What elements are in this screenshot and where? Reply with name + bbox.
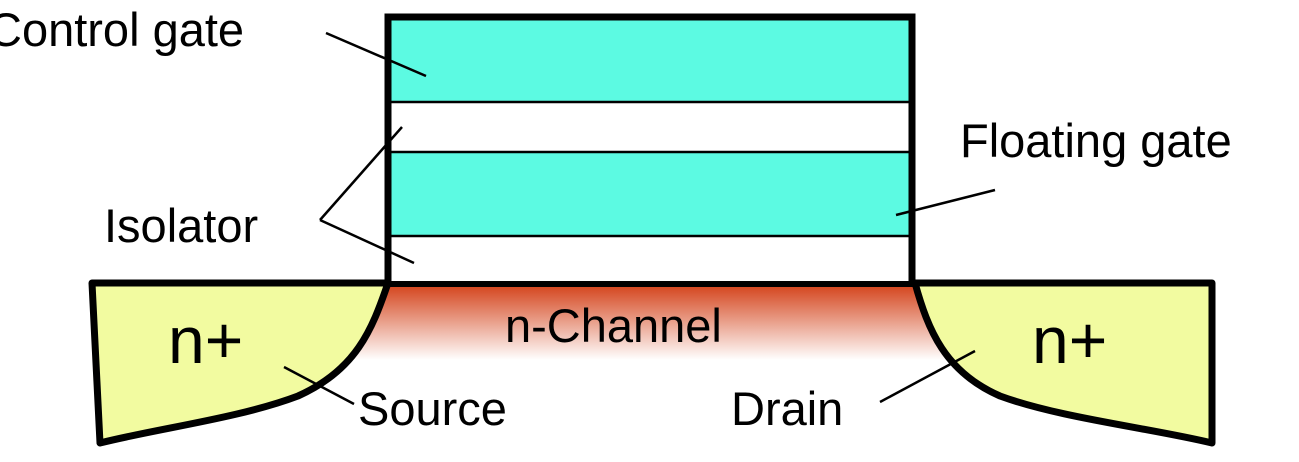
gate-stack-outline: [384, 13, 916, 285]
floating-gate-label: Floating gate: [960, 114, 1232, 167]
drain-leader: [879, 349, 976, 404]
source-leader: [283, 365, 355, 406]
source-label: Source: [358, 382, 507, 435]
floating-gate-leader: [895, 188, 996, 217]
control-gate-leader: [325, 31, 427, 78]
source-region[interactable]: [88, 279, 392, 447]
isolator-leader-top: [319, 126, 403, 221]
control-gate-label: Control gate: [0, 3, 244, 56]
control-gate-layer[interactable]: [388, 17, 912, 102]
n-channel-region: [352, 285, 950, 360]
source-n-plus-label: n+: [168, 303, 243, 377]
isolator-layer-top: [388, 102, 912, 152]
n-channel-label: n-Channel: [505, 299, 722, 352]
isolator-layer-bottom: [388, 236, 912, 284]
drain-n-plus-label: n+: [1032, 303, 1107, 377]
drain-label: Drain: [731, 382, 843, 435]
isolator-label: Isolator: [104, 199, 258, 252]
floating-gate-layer[interactable]: [388, 152, 912, 236]
drain-region[interactable]: [911, 279, 1216, 447]
isolator-leader-bottom: [319, 218, 415, 265]
